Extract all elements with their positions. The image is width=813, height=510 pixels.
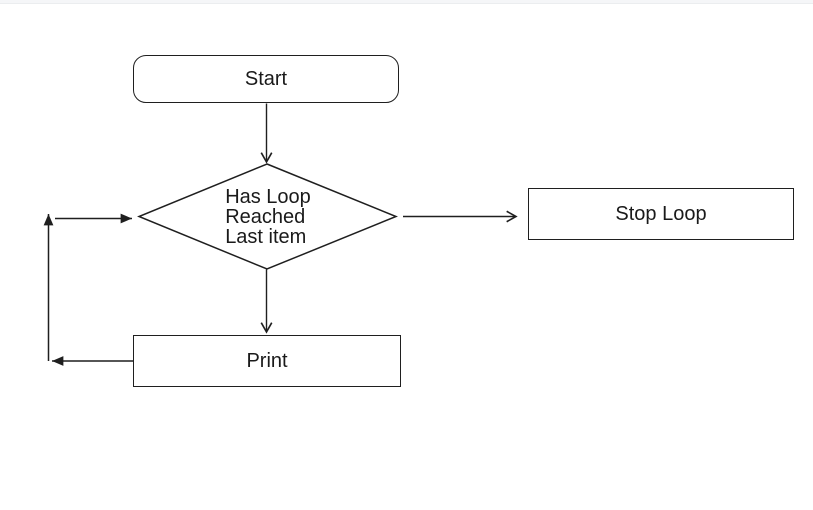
decision-diamond (137, 163, 398, 270)
node-stop-loop-label: Stop Loop (615, 203, 707, 225)
node-start: Start (133, 55, 399, 103)
top-divider (0, 0, 813, 4)
node-start-label: Start (244, 68, 288, 90)
node-print: Print (133, 335, 401, 387)
node-stop-loop: Stop Loop (528, 188, 794, 240)
node-print-label: Print (246, 350, 288, 372)
